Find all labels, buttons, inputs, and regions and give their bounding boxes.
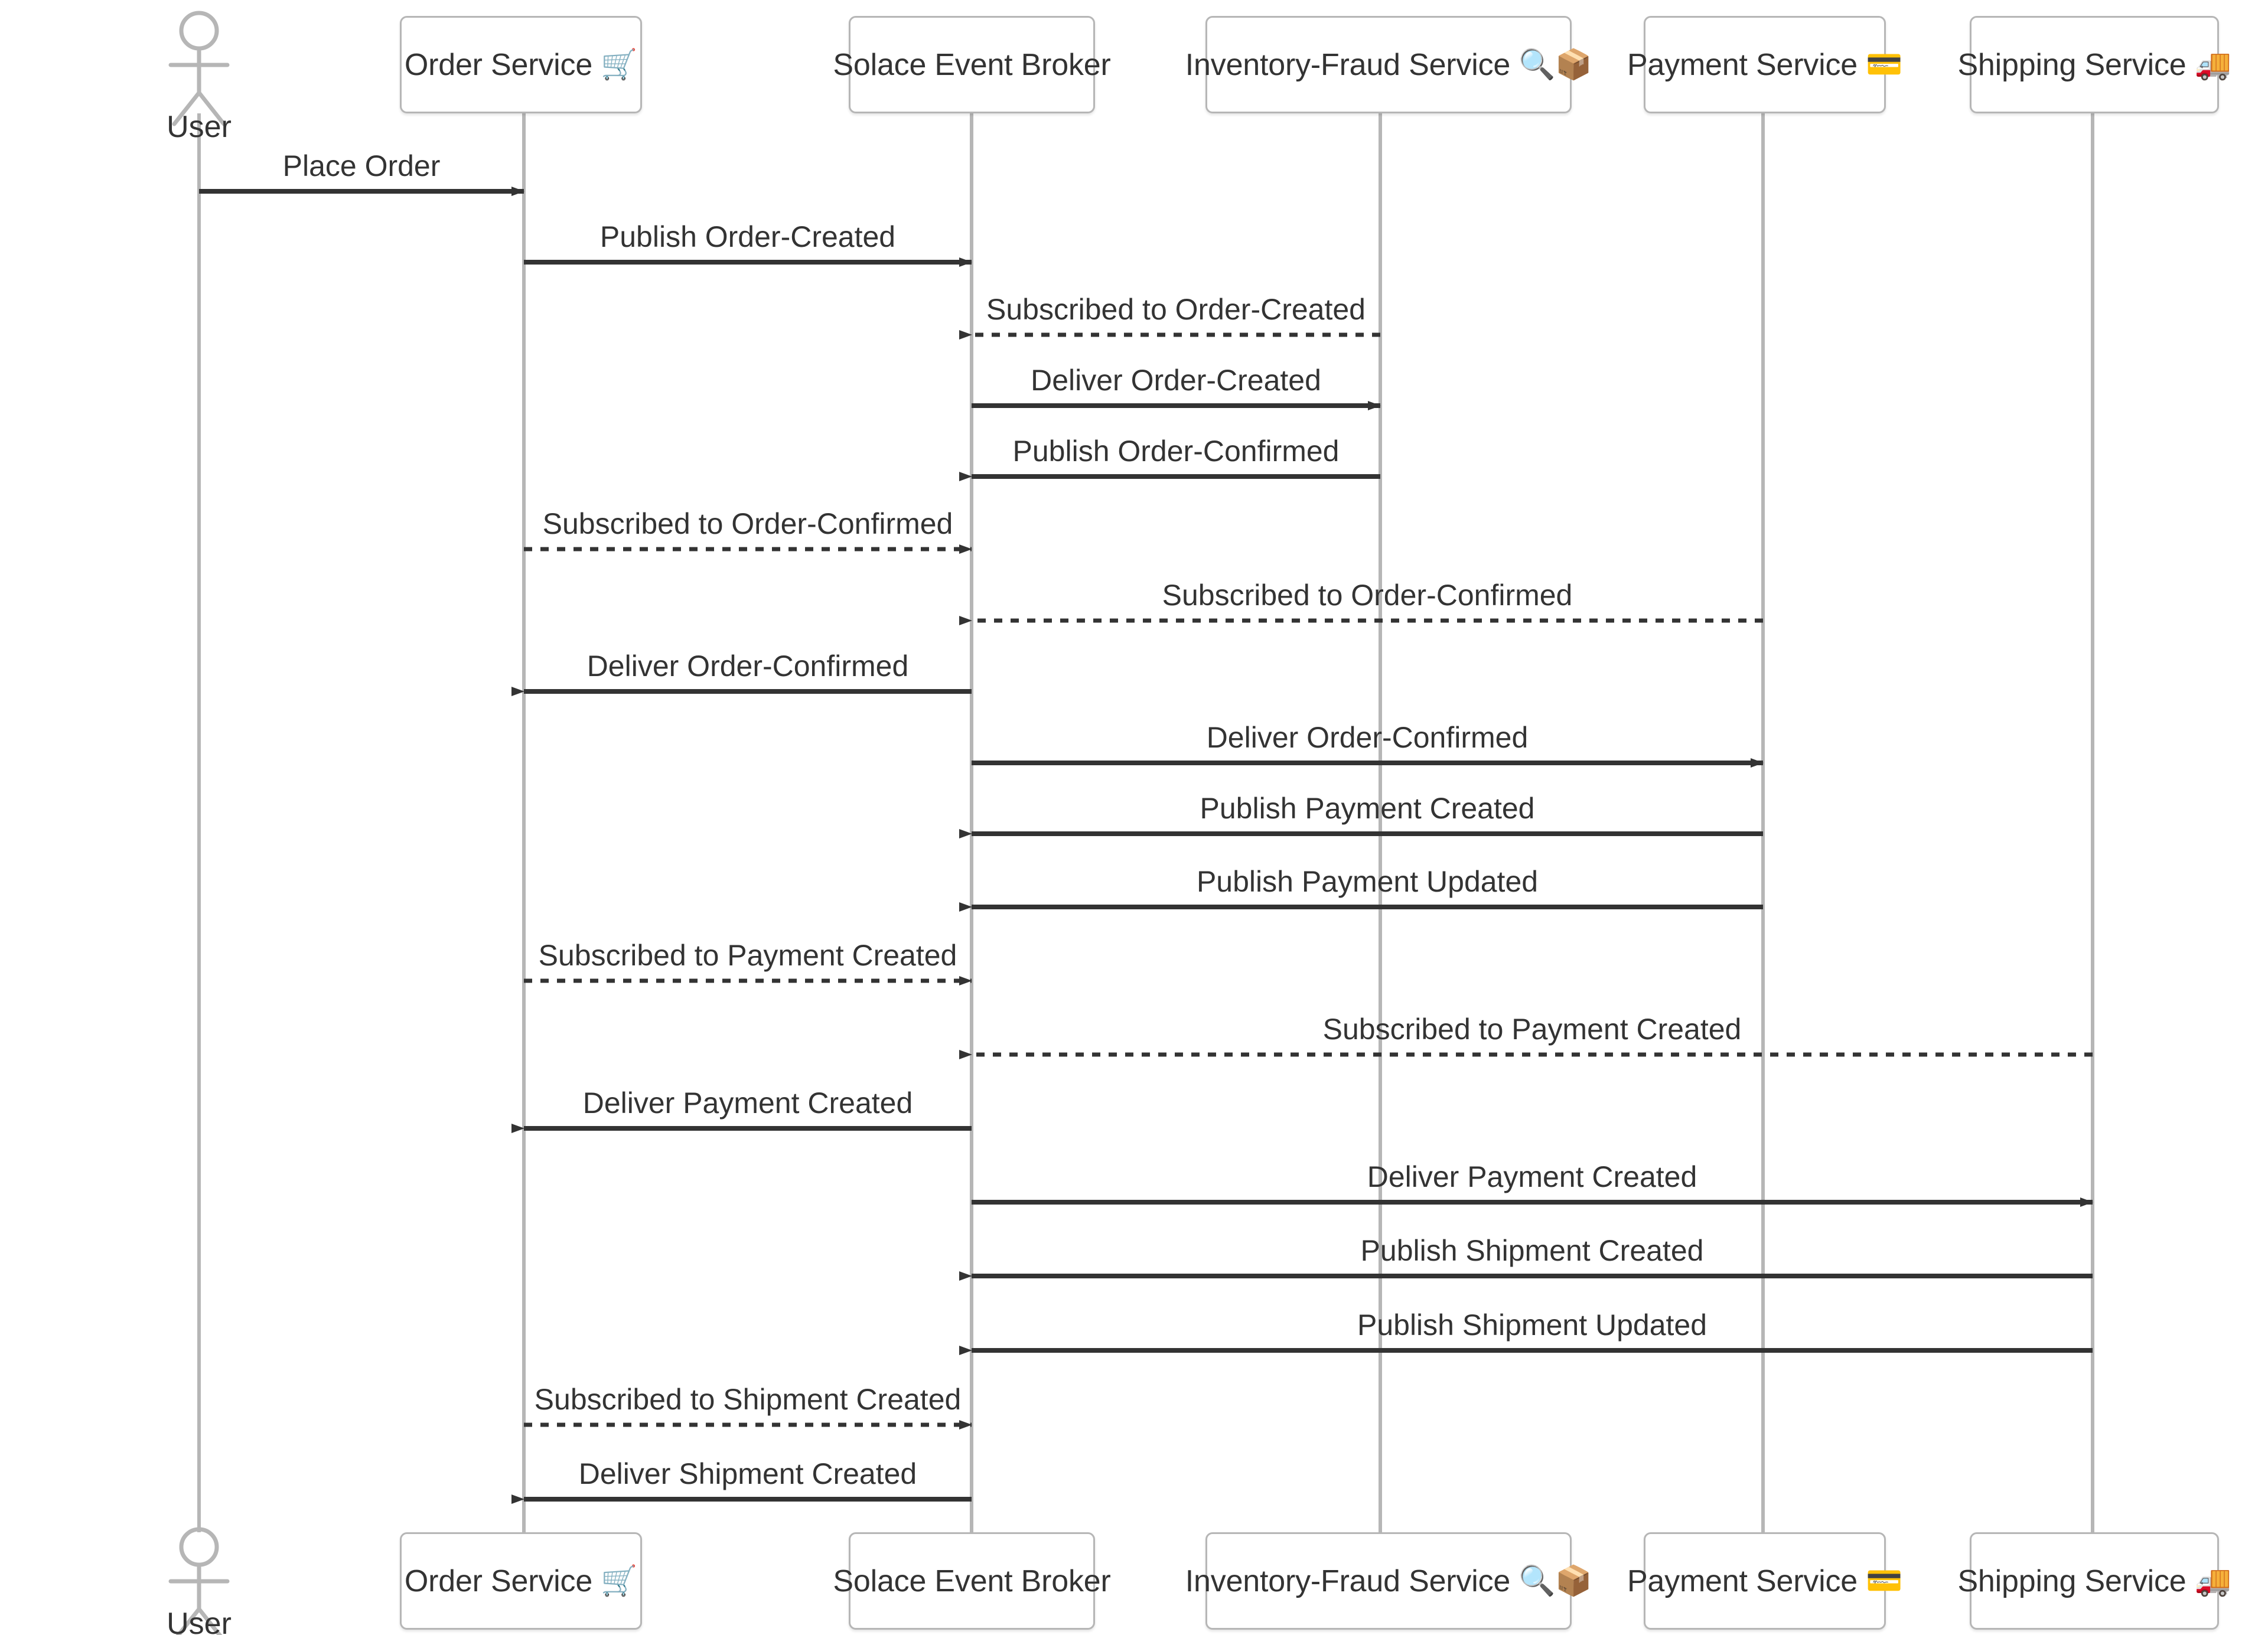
message-label-16: Publish Shipment Created bbox=[1360, 1234, 1704, 1267]
participant-label-order: Order Service bbox=[404, 1564, 593, 1598]
participant-label-inventory: Inventory-Fraud Service bbox=[1185, 47, 1511, 82]
message-label-15: Deliver Payment Created bbox=[1367, 1160, 1697, 1193]
message-label-1: Place Order bbox=[282, 149, 441, 182]
participant-label-inventory: Inventory-Fraud Service bbox=[1185, 1564, 1511, 1598]
credit-card-icon: 💳 bbox=[1866, 1564, 1903, 1598]
message-label-13: Subscribed to Payment Created bbox=[1322, 1013, 1742, 1046]
actor-stick-figure-top bbox=[168, 11, 230, 126]
delivery-truck-icon: 🚚 bbox=[2194, 47, 2231, 81]
message-label-8: Deliver Order-Confirmed bbox=[586, 650, 909, 683]
participant-box-broker-bottom[interactable]: Solace Event Broker bbox=[833, 1532, 1111, 1630]
message-label-10: Publish Payment Created bbox=[1200, 792, 1535, 825]
message-label-9: Deliver Order-Confirmed bbox=[1206, 721, 1529, 754]
message-label-12: Subscribed to Payment Created bbox=[538, 939, 957, 972]
message-label-7: Subscribed to Order-Confirmed bbox=[1162, 579, 1573, 612]
actor-label-user-top: User bbox=[167, 110, 232, 144]
message-label-2: Publish Order-Created bbox=[599, 220, 896, 253]
actor-figures-group bbox=[168, 11, 230, 1635]
delivery-truck-icon: 🚚 bbox=[2194, 1564, 2231, 1598]
actor-stick-figure-bottom bbox=[168, 1527, 230, 1635]
lifelines-group bbox=[197, 113, 2094, 1532]
participant-label-shipping: Shipping Service bbox=[1957, 47, 2186, 82]
shopping-cart-icon: 🛒 bbox=[601, 47, 638, 81]
message-label-11: Publish Payment Updated bbox=[1196, 865, 1539, 898]
message-label-3: Subscribed to Order-Created bbox=[986, 293, 1366, 326]
participant-box-shipping-bottom[interactable]: Shipping Service🚚 bbox=[1957, 1532, 2231, 1630]
message-label-19: Deliver Shipment Created bbox=[578, 1457, 917, 1490]
participant-box-shipping-top[interactable]: Shipping Service🚚 bbox=[1957, 16, 2231, 113]
participant-label-broker: Solace Event Broker bbox=[833, 1564, 1111, 1598]
participant-box-payment-top[interactable]: Payment Service💳 bbox=[1627, 16, 1902, 113]
message-label-6: Subscribed to Order-Confirmed bbox=[542, 507, 953, 540]
participant-label-shipping: Shipping Service bbox=[1957, 1564, 2186, 1598]
message-label-5: Publish Order-Confirmed bbox=[1012, 435, 1340, 468]
participant-box-broker-top[interactable]: Solace Event Broker bbox=[833, 16, 1111, 113]
magnifier-package-icon: 🔍📦 bbox=[1518, 1564, 1592, 1598]
magnifier-package-icon: 🔍📦 bbox=[1518, 47, 1592, 81]
participant-label-broker: Solace Event Broker bbox=[833, 47, 1111, 82]
message-label-18: Subscribed to Shipment Created bbox=[534, 1383, 962, 1416]
participant-box-order-top[interactable]: Order Service🛒 bbox=[400, 16, 642, 113]
participant-box-payment-bottom[interactable]: Payment Service💳 bbox=[1627, 1532, 1902, 1630]
message-label-14: Deliver Payment Created bbox=[582, 1086, 913, 1120]
message-label-17: Publish Shipment Updated bbox=[1357, 1308, 1707, 1342]
participant-box-inventory-bottom[interactable]: Inventory-Fraud Service🔍📦 bbox=[1185, 1532, 1592, 1630]
participant-label-payment: Payment Service bbox=[1627, 1564, 1858, 1598]
actor-label-user-bottom: User bbox=[167, 1607, 232, 1635]
message-arrows-group bbox=[199, 187, 2093, 1504]
participant-label-payment: Payment Service bbox=[1627, 47, 1858, 82]
message-label-4: Deliver Order-Created bbox=[1031, 364, 1321, 397]
participant-box-order-bottom[interactable]: Order Service🛒 bbox=[400, 1532, 642, 1630]
credit-card-icon: 💳 bbox=[1866, 47, 1903, 81]
shopping-cart-icon: 🛒 bbox=[601, 1564, 638, 1598]
participant-label-order: Order Service bbox=[404, 47, 593, 82]
participant-box-inventory-top[interactable]: Inventory-Fraud Service🔍📦 bbox=[1185, 16, 1592, 113]
